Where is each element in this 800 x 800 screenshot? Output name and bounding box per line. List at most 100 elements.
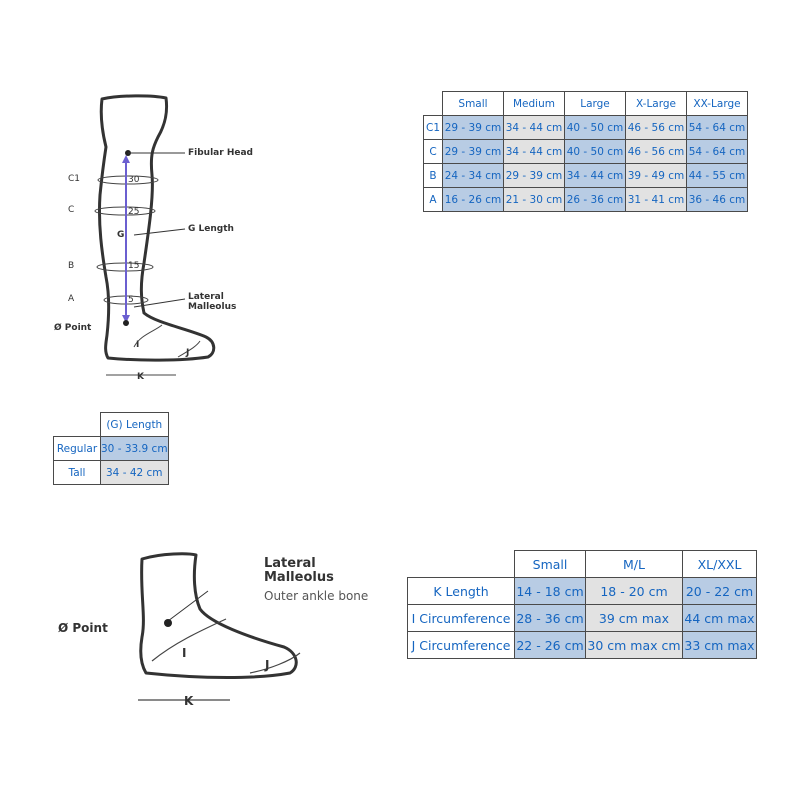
tick-30: 30	[128, 175, 140, 185]
table-cell: 21 - 30 cm	[503, 187, 565, 212]
tick-5: 5	[128, 295, 134, 305]
col-header-x-large: X-Large	[625, 91, 687, 116]
length-table-header-row: (G) Length	[54, 412, 169, 437]
table-cell: 40 - 50 cm	[564, 115, 626, 140]
col-header-m-l: M/L	[585, 550, 683, 578]
table-row: C1 29 - 39 cm 34 - 44 cm 40 - 50 cm 46 -…	[423, 115, 748, 140]
table-cell: 44 - 55 cm	[686, 163, 748, 188]
foot-outline	[139, 552, 298, 679]
table-row: A 16 - 26 cm 21 - 30 cm 26 - 36 cm 31 - …	[423, 187, 748, 212]
table-cell: 39 - 49 cm	[625, 163, 687, 188]
table-cell: 40 - 50 cm	[564, 139, 626, 164]
foot-table: Small M/L XL/XXL K Length 14 - 18 cm 18 …	[407, 550, 757, 659]
label-b: B	[68, 261, 74, 271]
corner-cell	[54, 413, 101, 437]
row-header: J Circumference	[407, 631, 515, 659]
table-cell: 16 - 26 cm	[442, 187, 504, 212]
table-cell: 54 - 64 cm	[686, 139, 748, 164]
label-a: A	[68, 294, 75, 304]
table-row: B 24 - 34 cm 29 - 39 cm 34 - 44 cm 39 - …	[423, 163, 748, 188]
label-k: K	[137, 372, 145, 382]
table-cell: 29 - 39 cm	[442, 139, 504, 164]
table-cell: 26 - 36 cm	[564, 187, 626, 212]
label-c: C	[68, 205, 74, 215]
leader-lines	[128, 152, 186, 308]
col-header-small: Small	[442, 91, 504, 116]
table-cell: 54 - 64 cm	[686, 115, 748, 140]
label-g: G	[117, 230, 124, 240]
foot-table-header-row: Small M/L XL/XXL	[408, 550, 757, 578]
table-row: Tall 34 - 42 cm	[53, 460, 169, 485]
row-header: C	[423, 139, 443, 164]
size-table: Small Medium Large X-Large XX-Large C1 2…	[423, 91, 748, 212]
col-header-xl-xxl: XL/XXL	[682, 550, 757, 578]
table-cell: 46 - 56 cm	[625, 115, 687, 140]
label-lateral: Lateral	[188, 292, 224, 302]
label-lateral: Lateral	[264, 556, 316, 571]
table-cell: 14 - 18 cm	[514, 577, 586, 605]
arrow-head-down	[122, 315, 130, 323]
size-table-header-row: Small Medium Large X-Large XX-Large	[424, 91, 748, 116]
row-header: Regular	[53, 436, 101, 461]
tick-15: 15	[128, 261, 139, 271]
label-i: I	[136, 340, 139, 350]
label-j: J	[264, 658, 269, 672]
row-header: A	[423, 187, 443, 212]
table-cell: 34 - 44 cm	[503, 139, 565, 164]
col-header-small: Small	[514, 550, 586, 578]
label-malleolus: Malleolus	[264, 570, 334, 585]
corner-cell	[408, 551, 515, 578]
col-header-medium: Medium	[503, 91, 565, 116]
table-cell: 46 - 56 cm	[625, 139, 687, 164]
label-fibular-head: Fibular Head	[188, 148, 253, 158]
table-cell: 22 - 26 cm	[514, 631, 586, 659]
table-cell: 33 cm max	[682, 631, 757, 659]
table-cell: 34 - 44 cm	[564, 163, 626, 188]
table-cell: 29 - 39 cm	[442, 115, 504, 140]
label-point: Ø Point	[54, 322, 92, 333]
col-header-g-length: (G) Length	[100, 412, 169, 437]
table-cell: 36 - 46 cm	[686, 187, 748, 212]
label-j: J	[185, 348, 189, 358]
row-header: I Circumference	[407, 604, 515, 632]
table-cell: 39 cm max	[585, 604, 683, 632]
label-point: Ø Point	[58, 621, 108, 635]
arrow-head-up	[122, 155, 130, 163]
foot-diagram: Lateral Malleolus Outer ankle bone Ø Poi…	[58, 552, 368, 708]
foot-measure-lines	[151, 618, 301, 674]
table-cell: 31 - 41 cm	[625, 187, 687, 212]
table-cell: 24 - 34 cm	[442, 163, 504, 188]
row-header: K Length	[407, 577, 515, 605]
col-header-xx-large: XX-Large	[686, 91, 748, 116]
corner-cell	[424, 92, 443, 116]
table-cell: 34 - 44 cm	[503, 115, 565, 140]
leg-outline	[97, 94, 216, 362]
table-cell: 44 cm max	[682, 604, 757, 632]
col-header-large: Large	[564, 91, 626, 116]
label-k: K	[184, 694, 194, 708]
row-header: B	[423, 163, 443, 188]
point-dot	[123, 320, 129, 326]
table-row: J Circumference 22 - 26 cm 30 cm max cm …	[407, 631, 757, 659]
table-row: K Length 14 - 18 cm 18 - 20 cm 20 - 22 c…	[407, 577, 757, 605]
label-c1: C1	[68, 174, 80, 184]
label-malleolus: Malleolus	[188, 302, 236, 312]
table-row: I Circumference 28 - 36 cm 39 cm max 44 …	[407, 604, 757, 632]
table-cell: 18 - 20 cm	[585, 577, 683, 605]
point-dot	[164, 619, 172, 627]
row-header: Tall	[53, 460, 101, 485]
table-cell: 34 - 42 cm	[100, 460, 169, 485]
label-i: I	[182, 646, 186, 660]
label-g-length: G Length	[188, 224, 234, 234]
label-outer-ankle-bone: Outer ankle bone	[264, 589, 368, 603]
foot-measure-lines	[133, 324, 201, 358]
table-cell: 30 - 33.9 cm	[100, 436, 169, 461]
table-cell: 29 - 39 cm	[503, 163, 565, 188]
tick-25: 25	[128, 207, 139, 217]
leader-line	[167, 590, 209, 622]
table-cell: 30 cm max cm	[585, 631, 683, 659]
length-table: (G) Length Regular 30 - 33.9 cm Tall 34 …	[53, 412, 169, 485]
table-row: C 29 - 39 cm 34 - 44 cm 40 - 50 cm 46 - …	[423, 139, 748, 164]
table-cell: 20 - 22 cm	[682, 577, 757, 605]
table-row: Regular 30 - 33.9 cm	[53, 436, 169, 461]
